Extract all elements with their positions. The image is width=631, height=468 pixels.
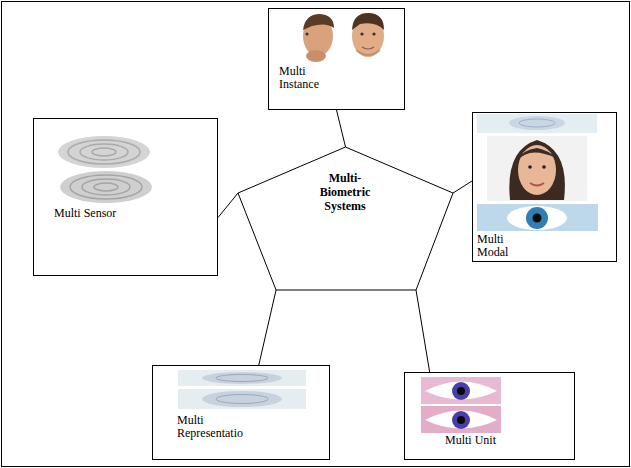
connector-line xyxy=(453,181,472,193)
technique-box: Multi Modal xyxy=(472,112,617,262)
technique-box: Multi Representatio xyxy=(152,365,330,460)
technique-label: Multi Instance xyxy=(279,65,339,91)
technique-label: Multi Representatio xyxy=(177,414,262,440)
center-pentagon: Multi-Biometric Systems xyxy=(238,147,453,290)
connector-line xyxy=(259,290,276,365)
technique-label: Multi Sensor xyxy=(54,207,174,220)
technique-box: Multi Unit xyxy=(404,372,575,460)
center-label: Multi-Biometric Systems xyxy=(305,171,385,213)
face-front xyxy=(352,13,384,57)
connector-line xyxy=(416,290,430,372)
technique-label: Multi Modal xyxy=(477,233,522,259)
fingerprint-strips xyxy=(178,370,306,409)
technique-box: Multi Sensor xyxy=(33,118,218,276)
pentagon-outline xyxy=(238,147,453,290)
modal-images xyxy=(477,114,598,231)
face-profile xyxy=(303,14,334,62)
fingerprint-pair xyxy=(58,136,152,203)
connector-line xyxy=(218,193,238,217)
technique-label: Multi Unit xyxy=(445,434,545,447)
technique-box: Multi Instance xyxy=(268,8,405,110)
connector-line xyxy=(337,110,346,147)
eyes-pair xyxy=(421,377,501,433)
